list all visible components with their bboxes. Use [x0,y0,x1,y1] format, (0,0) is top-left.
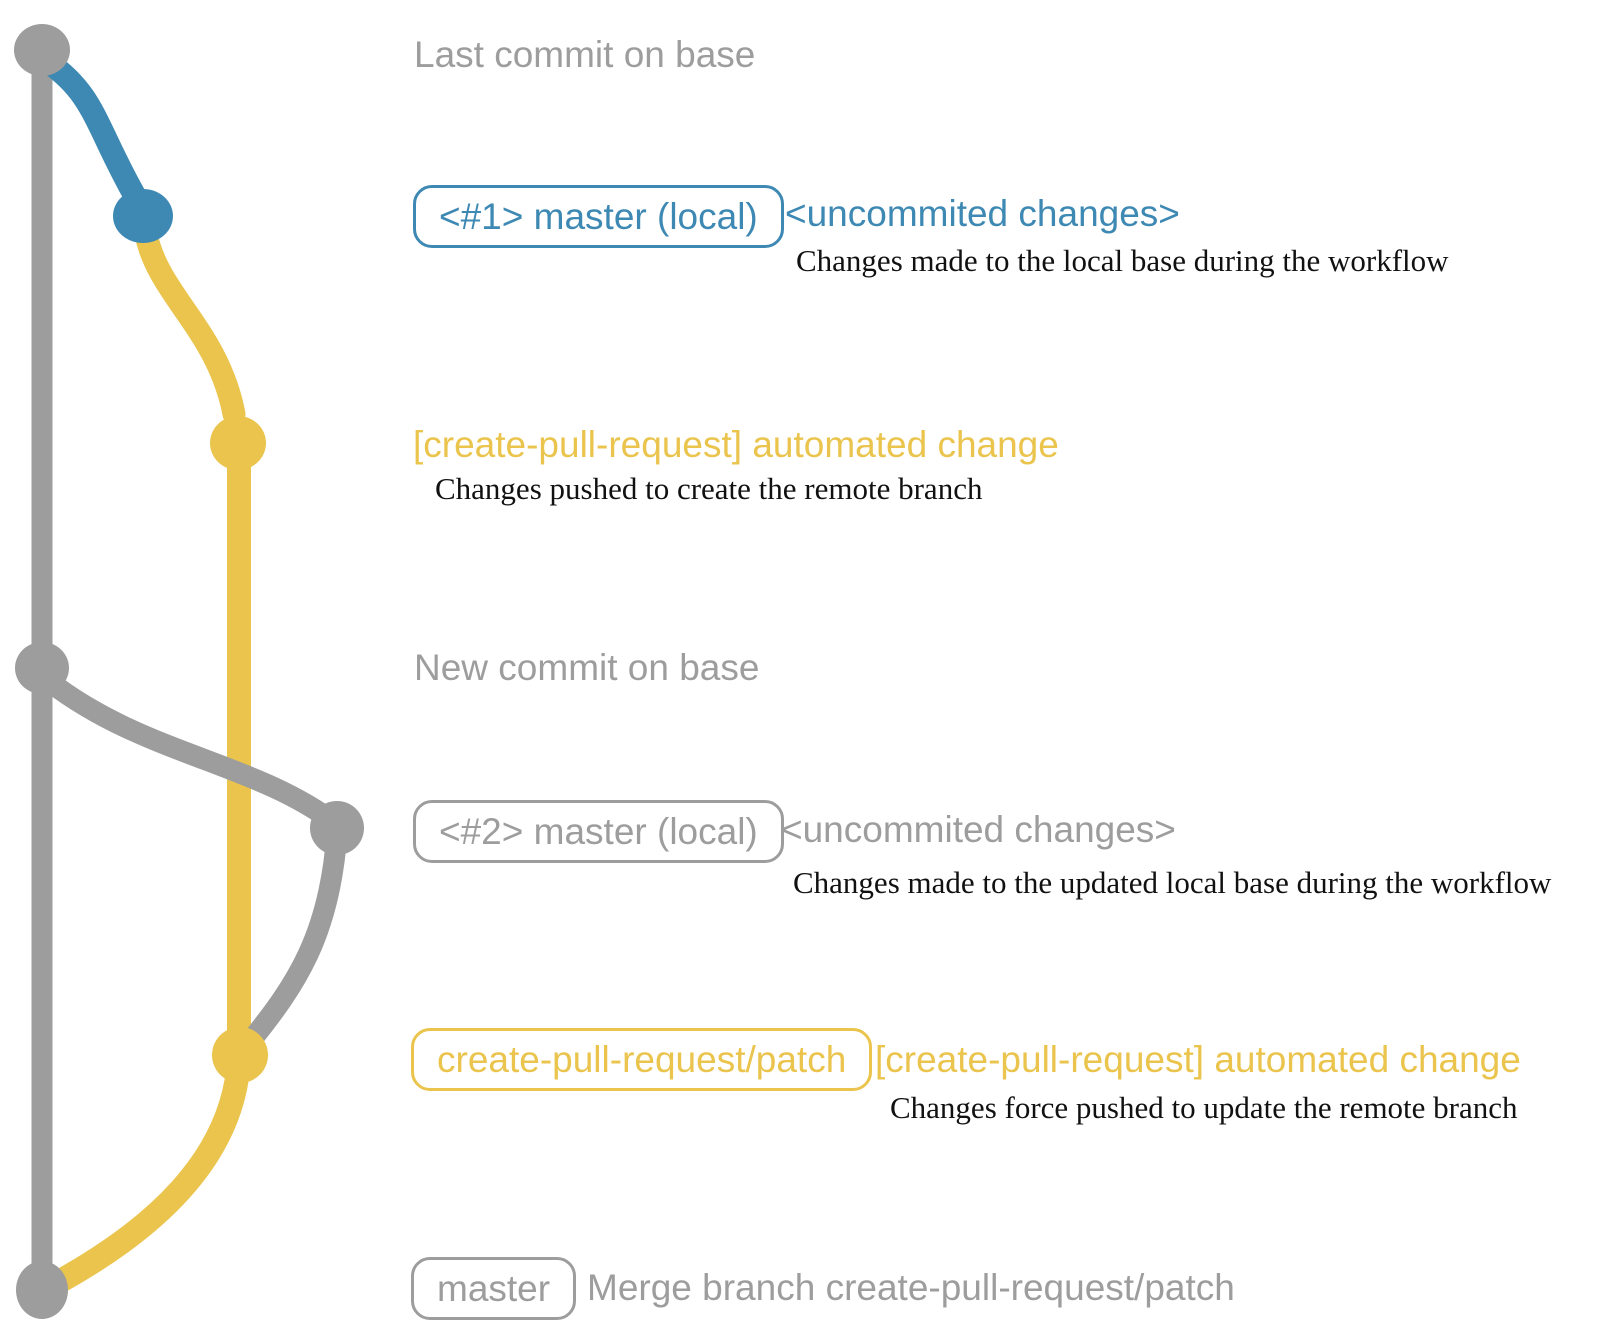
commit-dot-new-base [15,642,69,694]
updated-local-to-remote-curve [239,821,348,1053]
desc-local-changes-2: Changes made to the updated local base d… [793,865,1552,900]
local-branch-blue-curve [36,50,147,208]
desc-local-changes-1: Changes made to the local base during th… [796,243,1449,278]
heading-automated-change-1: [create-pull-request] automated change [413,424,1059,465]
commit-dot-last-base [14,24,70,76]
note-uncommited-changes-1: <uncommited changes> [785,193,1180,234]
updated-local-branch-curve [39,671,347,835]
label-new-commit-on-base: New commit on base [414,647,760,688]
commit-dot-local-2 [310,801,364,855]
remote-branch-merge-curve [43,1046,251,1296]
label-last-commit-on-base: Last commit on base [414,34,756,75]
desc-pushed-create-remote: Changes pushed to create the remote bran… [435,471,983,506]
desc-force-pushed-update-remote: Changes force pushed to update the remot… [890,1090,1518,1125]
badge-master: master [411,1257,577,1320]
commit-dot-remote-1 [210,416,266,470]
badge-master-local-1: <#1> master (local) [413,185,784,248]
badge-create-pull-request-patch: create-pull-request/patch [411,1028,873,1091]
commit-dot-merge [16,1261,68,1319]
badge-master-local-2: <#2> master (local) [413,800,784,863]
note-uncommited-changes-2: <uncommited changes> [781,809,1176,850]
remote-branch-curve-top [134,222,246,426]
heading-automated-change-2: [create-pull-request] automated change [875,1039,1521,1080]
commit-dot-local-1 [113,189,173,243]
commit-dot-remote-2 [212,1027,268,1083]
label-merge-branch: Merge branch create-pull-request/patch [587,1267,1235,1308]
